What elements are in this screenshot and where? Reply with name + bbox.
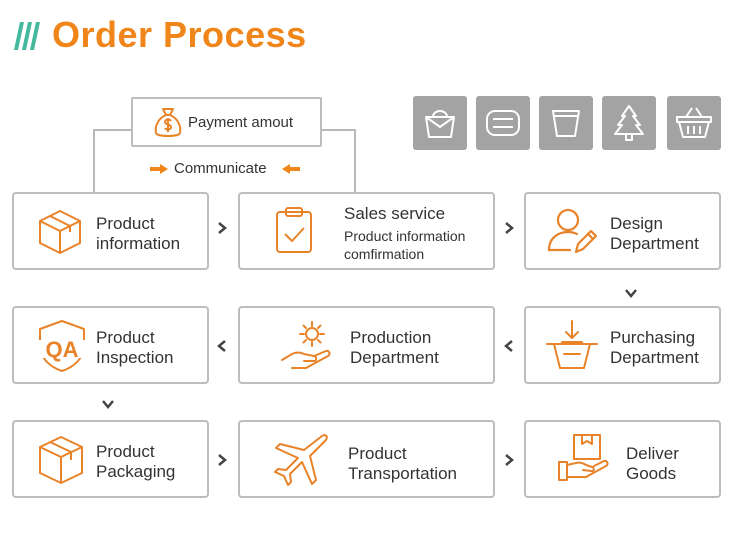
box-3d-icon — [39, 210, 81, 254]
title-slash-icon — [14, 22, 40, 50]
qa-shield-icon: QA — [37, 320, 87, 372]
basket-icon — [676, 107, 712, 138]
step-label: Product Inspection — [96, 328, 174, 367]
chevron-right-icon — [504, 453, 514, 472]
tile-tree — [602, 96, 656, 150]
arrow-right-icon — [150, 164, 168, 174]
step-production-department: Production Department — [238, 306, 495, 384]
tile-towel — [476, 96, 530, 150]
arrow-left-icon — [282, 164, 300, 174]
chevron-left-icon — [217, 339, 227, 358]
chevron-down-icon — [101, 396, 115, 414]
sales-service-title: Sales service — [344, 204, 446, 223]
chevron-down-icon — [624, 285, 638, 303]
towel-icon — [486, 110, 520, 136]
handbag-icon — [425, 110, 455, 138]
shopping-basket-icon — [546, 320, 598, 369]
payment-amount-box: Payment amout — [131, 97, 322, 147]
step-product-packaging: Product Packaging — [12, 420, 209, 498]
sales-service-subtitle: Product information comfirmation — [344, 228, 466, 262]
step-purchasing-department: Purchasing Department — [524, 306, 721, 384]
money-bag-icon — [154, 108, 182, 137]
svg-text:QA: QA — [46, 337, 79, 362]
step-sales-service: Sales service Product information comfir… — [238, 192, 495, 270]
connector-line — [93, 129, 132, 131]
step-label: Product information — [96, 214, 181, 253]
christmas-tree-icon — [614, 105, 644, 141]
tile-bucket — [539, 96, 593, 150]
hand-package-icon — [558, 434, 609, 481]
connector-line — [321, 129, 356, 131]
chevron-right-icon — [504, 221, 514, 240]
step-deliver-goods: Deliver Goods — [524, 420, 721, 498]
clipboard-check-icon — [276, 207, 312, 253]
step-label: Deliver Goods — [626, 444, 679, 483]
step-label: Product Transportation — [348, 444, 457, 483]
step-product-information: Product information — [12, 192, 209, 270]
step-product-inspection: QA Product Inspection — [12, 306, 209, 384]
tile-handbag — [413, 96, 467, 150]
designer-person-icon — [547, 208, 598, 254]
chevron-right-icon — [217, 221, 227, 240]
connector-line — [93, 129, 95, 194]
airplane-icon — [274, 434, 328, 486]
step-label: Design Department — [610, 214, 699, 253]
step-design-department: Design Department — [524, 192, 721, 270]
page-title: Order Process — [52, 14, 307, 55]
hand-gear-icon — [281, 321, 331, 369]
tile-basket — [667, 96, 721, 150]
bucket-icon — [552, 110, 580, 137]
chevron-right-icon — [217, 453, 227, 472]
payment-amount-label: Payment amout — [188, 114, 294, 131]
step-label: Purchasing Department — [610, 328, 699, 367]
step-label: Product Packaging — [96, 442, 176, 481]
step-product-transportation: Product Transportation — [238, 420, 495, 498]
connector-line — [354, 129, 356, 194]
step-label: Production Department — [350, 328, 439, 367]
communicate-label: Communicate — [174, 160, 267, 177]
chevron-left-icon — [504, 339, 514, 358]
package-box-icon — [39, 436, 83, 484]
